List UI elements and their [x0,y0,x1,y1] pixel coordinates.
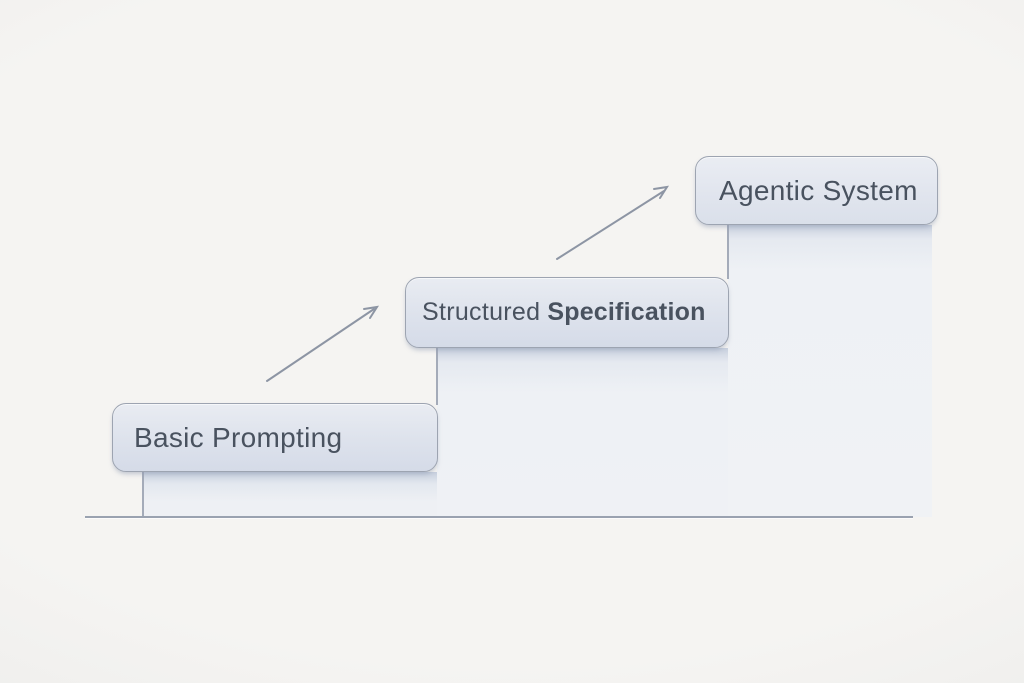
ground-line [85,516,913,518]
step-column-basic-prompting [143,472,438,517]
step-column-structured-specification [437,348,729,517]
arrow-up-right-icon [266,305,380,382]
riser-line-step2-to-step3 [727,225,729,279]
step-label: Basic Prompting [134,421,343,453]
step-label: Structured [422,298,541,326]
step-label: Agentic System [719,174,918,206]
step-node-structured-specification: Structured Specification [405,277,729,348]
step-label-emphasis: Specification [547,298,706,326]
riser-line-ground-to-step1 [142,472,144,518]
step-column-agentic-system [728,225,932,517]
step-node-agentic-system: Agentic System [695,156,938,225]
arrow-up-right-icon [556,185,670,260]
riser-line-step1-to-step2 [436,348,438,405]
step-node-basic-prompting: Basic Prompting [112,403,438,472]
